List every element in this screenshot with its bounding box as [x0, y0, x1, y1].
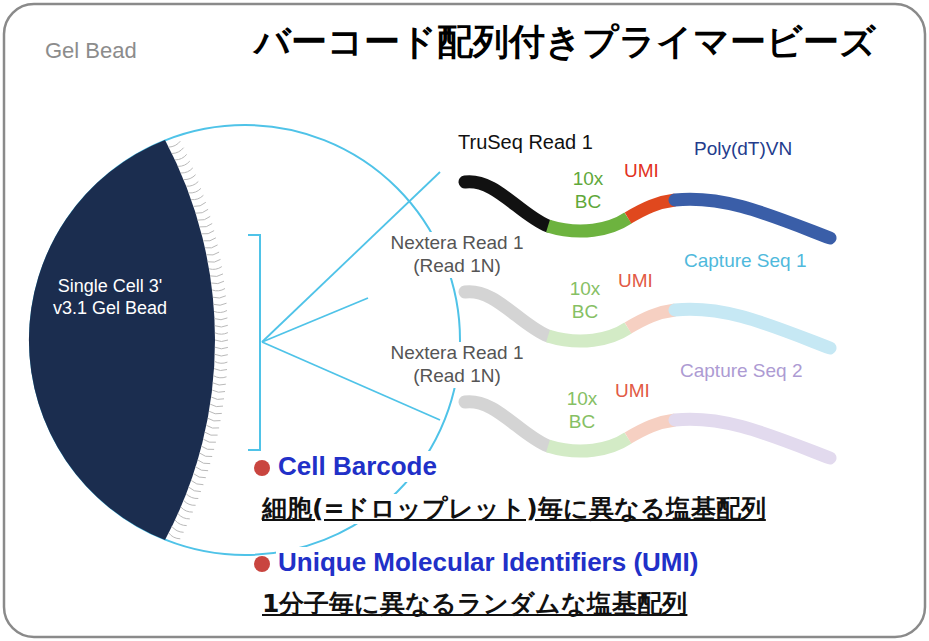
fringe-hair: [215, 354, 228, 356]
fringe-hair: [215, 347, 228, 349]
fringe-hair: [169, 141, 181, 147]
fringe-hair: [184, 500, 196, 505]
fringe-hair: [203, 439, 216, 442]
fringe-hair: [194, 202, 206, 206]
fringe-hair: [215, 361, 228, 363]
fringe-hair: [206, 425, 219, 428]
bullet-dot: [254, 556, 270, 572]
fringe-hair: [186, 494, 198, 499]
fringe-hair: [209, 411, 222, 414]
segment-label: Nextera Read 1 (Read 1N): [380, 342, 534, 388]
fringe-hair: [202, 446, 215, 449]
fringe-hair: [208, 259, 221, 262]
bead-core: [29, 140, 215, 540]
fringe-hair: [210, 404, 223, 407]
segment-label: 10x BC: [564, 168, 612, 214]
fringe-hair: [202, 231, 215, 234]
bead-heading: Gel Bead: [45, 38, 137, 64]
segment-label: UMI: [622, 160, 661, 183]
fringe-hair: [191, 480, 203, 484]
frame: [4, 4, 925, 637]
fringe-hair: [215, 318, 228, 320]
fringe-hair: [214, 303, 227, 305]
oligo-strand: [465, 182, 830, 238]
fringe-hair: [213, 383, 226, 385]
fringe-hair: [196, 467, 209, 471]
leader-line: [262, 298, 368, 342]
fringe-hair: [178, 514, 190, 519]
fringe-hair: [194, 474, 206, 478]
bullet-text: 細胞(=ドロップレット)毎に異なる塩基配列: [260, 494, 768, 524]
fringe-hair: [211, 281, 224, 284]
gel-bead: Gel BeadSingle Cell 3' v3.1 Gel Bead: [30, 36, 460, 561]
fringe-hair: [169, 533, 181, 539]
fringe-hair: [214, 369, 227, 371]
fringe-hair: [191, 195, 203, 199]
fringe-hair: [181, 507, 193, 512]
fringe-hair: [200, 453, 213, 457]
fringe-hair: [209, 267, 222, 270]
fringe-hair: [205, 245, 218, 248]
segment-label: TruSeq Read 1: [456, 130, 595, 154]
bullet-heading: Cell Barcode: [276, 451, 439, 482]
oligo-strand: [465, 402, 830, 458]
bead-fringe: [169, 141, 228, 539]
fringe-hair: [214, 376, 227, 378]
fringe-hair: [184, 175, 196, 180]
fringe-hair: [186, 182, 198, 187]
fringe-hair: [175, 154, 187, 160]
fringe-hair: [178, 161, 190, 166]
fringe-hair: [208, 418, 221, 421]
fringe-hair: [196, 209, 209, 213]
fringe-hair: [206, 252, 219, 255]
fringe-hair: [181, 168, 193, 173]
bead-label: Single Cell 3' v3.1 Gel Bead: [45, 276, 175, 319]
segment-label: Capture Seq 2: [678, 360, 805, 383]
fringe-hair: [205, 432, 218, 435]
bullet-dot: [254, 460, 270, 476]
fringe-hair: [215, 340, 228, 342]
oligo-strand: [465, 292, 830, 348]
segment-label: Capture Seq 1: [682, 250, 809, 273]
fringe-hair: [214, 311, 227, 313]
fringe-hair: [172, 148, 184, 154]
segment-label: UMI: [616, 270, 655, 293]
bullet-heading: Unique Molecular Identifiers (UMI): [276, 547, 700, 578]
fringe-hair: [210, 274, 223, 277]
fringe-hair: [172, 527, 184, 533]
segment-label: Poly(dT)VN: [692, 138, 794, 161]
fringe-hair: [212, 289, 225, 291]
bullet-text: 1分子毎に異なるランダムな塩基配列: [260, 589, 689, 619]
segment-label: 10x BC: [561, 278, 609, 324]
segment-label: Nextera Read 1 (Read 1N): [380, 232, 534, 278]
fringe-hair: [203, 238, 216, 241]
fringe-hair: [215, 333, 228, 335]
segment-label: 10x BC: [558, 388, 606, 434]
fringe-hair: [198, 216, 211, 220]
fringe-hair: [189, 487, 201, 492]
bracket: [248, 235, 260, 450]
fringe-hair: [189, 188, 201, 193]
fringe-hair: [215, 325, 228, 327]
fringe-hair: [198, 460, 211, 464]
fringe-hair: [211, 397, 224, 400]
segment-label: UMI: [613, 380, 652, 403]
slide-title: バーコード配列付きプライマービーズ: [250, 18, 880, 67]
fringe-hair: [200, 224, 213, 228]
fringe-hair: [175, 520, 187, 526]
fringe-hair: [213, 296, 226, 298]
fringe-hair: [212, 390, 225, 392]
